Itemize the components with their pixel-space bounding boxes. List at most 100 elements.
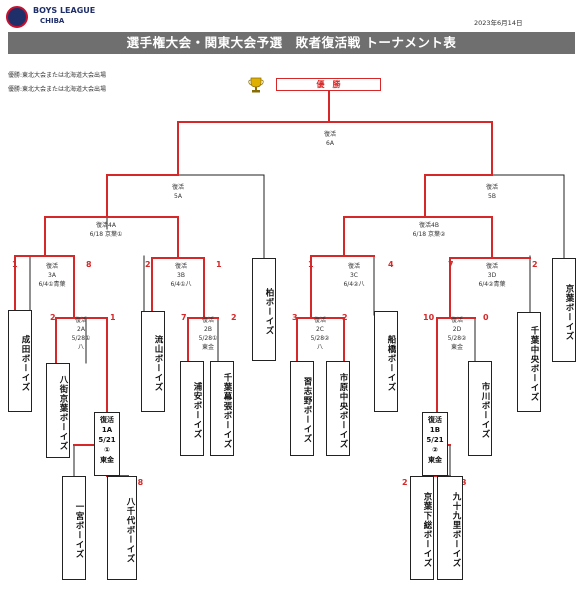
match-6a-line2: 6A <box>326 140 334 147</box>
score-2a-right: 1 <box>110 313 116 322</box>
match-4a-line1: 復活4A <box>96 222 116 229</box>
match-1b-box: 復活 1B 5/21 ② 東金 <box>422 412 448 476</box>
match-3d-line3: 6/4②青葉 <box>478 281 506 288</box>
match-1b-line2: 1B <box>429 426 441 434</box>
match-2c-line2: 2C <box>315 326 324 333</box>
match-2b-line2: 2B <box>204 326 212 333</box>
match-2c-line4: 八 <box>316 344 323 351</box>
match-3d-label: 復活 3D 6/4②青葉 <box>470 262 514 289</box>
team-kujukuri: 九十九里ボーイズ <box>437 476 463 580</box>
trophy-icon <box>248 77 264 93</box>
match-2a-label: 復活 2A 5/28① 八 <box>66 316 96 352</box>
team-naruta: 成田ボーイズ <box>8 310 32 412</box>
match-5b-label: 復活 5B <box>480 183 504 201</box>
legend-line-1: 優勝:東北大会または北海道大会出場 <box>8 72 107 79</box>
logo-text-line1: BOYS LEAGUE <box>33 6 96 15</box>
team-ichinomiya: 一宮ボーイズ <box>62 476 86 580</box>
team-yachimata-keiyo: 八街京葉ボーイズ <box>46 363 70 458</box>
team-keiyo-shimousa: 京葉下総ボーイズ <box>410 476 434 580</box>
match-2a-line2: 2A <box>77 326 85 333</box>
team-nagareyama: 流山ボーイズ <box>141 311 165 412</box>
match-5a-label: 復活 5A <box>166 183 190 201</box>
score-3d-right: 2 <box>532 260 538 269</box>
match-5a-line1: 復活 <box>171 184 184 191</box>
score-3c-left: 1 <box>308 260 314 269</box>
match-1b-line4: ② <box>432 446 438 454</box>
team-chiba-makuhari: 千葉幕張ボーイズ <box>210 361 234 456</box>
match-4a-label: 復活4A 6/18 京葉① <box>77 221 135 239</box>
legend-line-2: 優勝:東北大会または北海道大会出場 <box>8 86 107 93</box>
match-2a-line4: 八 <box>77 344 84 351</box>
match-3c-line2: 3C <box>349 272 358 279</box>
score-1a-right: 18 <box>132 478 144 487</box>
score-2d-left: 10 <box>423 313 435 322</box>
match-3a-line2: 3A <box>48 272 56 279</box>
match-5b-line2: 5B <box>488 193 496 200</box>
match-5b-line1: 復活 <box>485 184 498 191</box>
score-2b-right: 2 <box>231 313 237 322</box>
match-1b-line5: 東金 <box>428 456 442 464</box>
score-3c-right: 4 <box>388 260 394 269</box>
match-3a-line3: 6/4①青葉 <box>38 281 66 288</box>
match-2a-line1: 復活 <box>74 317 87 324</box>
match-1a-line4: ① <box>104 446 110 454</box>
match-2a-line3: 5/28① <box>71 335 91 342</box>
match-2d-line1: 復活 <box>450 317 463 324</box>
match-4b-label: 復活4B 6/18 京葉② <box>400 221 458 239</box>
match-2d-label: 復活 2D 5/28② 東金 <box>442 316 472 352</box>
score-3b-right: 1 <box>216 260 222 269</box>
score-2a-left: 2 <box>50 313 56 322</box>
document-date: 2023年6月14日 <box>474 19 523 27</box>
match-6a-label: 復活 6A <box>318 130 342 148</box>
match-3d-line1: 復活 <box>485 263 498 270</box>
match-2d-line4: 東金 <box>450 344 463 351</box>
match-1b-line3: 5/21 <box>426 436 444 444</box>
team-keiyo: 京葉ボーイズ <box>552 258 576 362</box>
score-2b-left: 7 <box>181 313 187 322</box>
match-3c-label: 復活 3C 6/4②八 <box>336 262 372 289</box>
match-2c-line1: 復活 <box>313 317 326 324</box>
score-2c-left: 3 <box>292 313 298 322</box>
match-6a-line1: 復活 <box>323 131 336 138</box>
score-3a-right: 8 <box>86 260 92 269</box>
match-3c-line3: 6/4②八 <box>343 281 365 288</box>
logo-text-line2: CHIBA <box>40 17 65 25</box>
team-ichihara-chuo: 市原中央ボーイズ <box>326 361 350 456</box>
match-3d-line2: 3D <box>487 272 497 279</box>
match-1a-line3: 5/21 <box>98 436 116 444</box>
match-1a-line2: 1A <box>101 426 113 434</box>
score-3b-left: 2 <box>145 260 151 269</box>
match-3b-line3: 6/4①八 <box>170 281 192 288</box>
match-4b-line1: 復活4B <box>419 222 439 229</box>
match-4b-line2: 6/18 京葉② <box>412 231 446 238</box>
match-3b-line2: 3B <box>177 272 185 279</box>
match-3c-line1: 復活 <box>347 263 360 270</box>
match-2b-line3: 5/28① <box>198 335 218 342</box>
page-title: 選手権大会・関東大会予選 敗者復活戦 トーナメント表 <box>8 32 575 54</box>
score-3a-left: 1 <box>12 260 18 269</box>
match-1a-line5: 東金 <box>100 456 114 464</box>
match-3a-label: 復活 3A 6/4①青葉 <box>32 262 72 289</box>
match-2b-label: 復活 2B 5/28① 東金 <box>193 316 223 352</box>
team-ichikawa: 市川ボーイズ <box>468 361 492 456</box>
score-3d-left: 7 <box>448 260 454 269</box>
team-chiba-chuo: 千葉中央ボーイズ <box>517 312 541 412</box>
match-1b-line1: 復活 <box>428 416 442 424</box>
team-urayasu: 浦安ボーイズ <box>180 361 204 456</box>
match-4a-line2: 6/18 京葉① <box>89 231 123 238</box>
league-logo-icon <box>6 6 28 28</box>
score-2c-right: 2 <box>342 313 348 322</box>
score-2d-right: 0 <box>483 313 489 322</box>
team-yachiyo: 八千代ボーイズ <box>107 476 137 580</box>
match-3b-line1: 復活 <box>174 263 187 270</box>
match-5a-line2: 5A <box>174 193 182 200</box>
match-3a-line1: 復活 <box>45 263 58 270</box>
match-2c-label: 復活 2C 5/28② 八 <box>305 316 335 352</box>
match-2d-line3: 5/28② <box>447 335 467 342</box>
team-narashino: 習志野ボーイズ <box>290 361 314 456</box>
match-2b-line1: 復活 <box>201 317 214 324</box>
score-1b-left: 2 <box>402 478 408 487</box>
match-2c-line3: 5/28② <box>310 335 330 342</box>
score-1b-right: 3 <box>461 478 467 487</box>
